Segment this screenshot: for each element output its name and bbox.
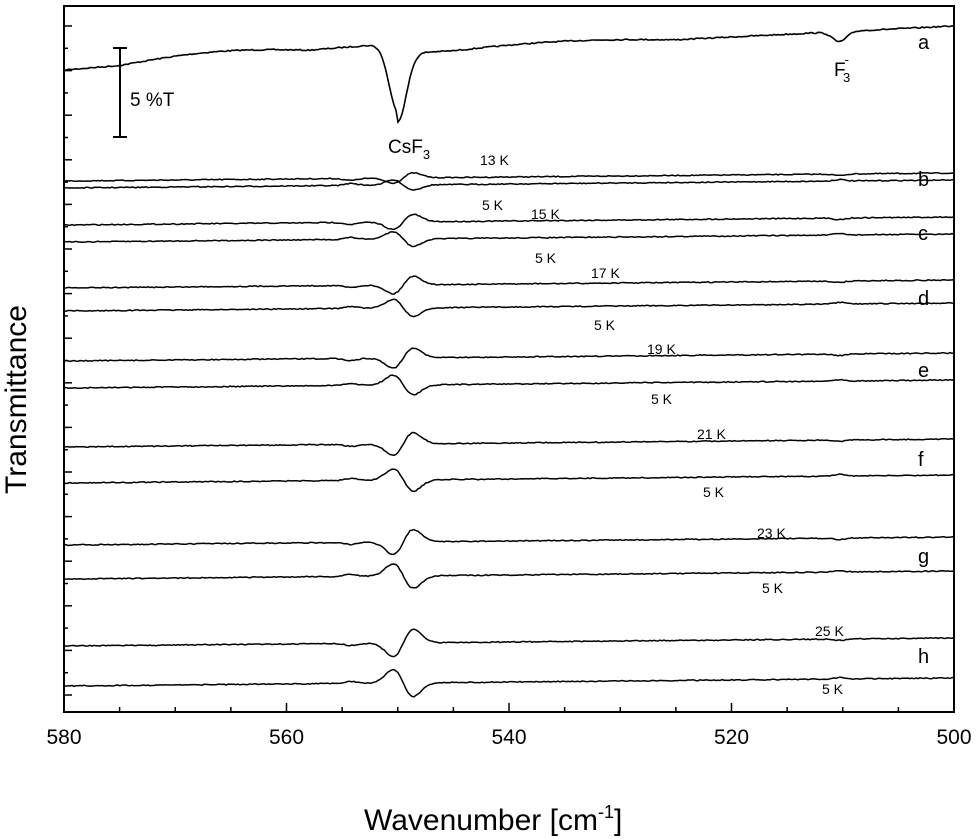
trace-cold: [63, 374, 955, 396]
plot-border: [63, 5, 955, 713]
csf3-annotation: CsF3: [388, 137, 430, 162]
scale-bar: 5 %T: [113, 47, 175, 138]
trace-cold: [63, 178, 955, 191]
trace-label-cold: 5 K: [762, 580, 784, 596]
trace-label-cold: 5 K: [594, 317, 616, 333]
f3-annotation: F-3: [834, 52, 850, 85]
trace-label-cold: 5 K: [482, 197, 504, 213]
trace-cold: [63, 231, 955, 248]
trace-letter: h: [918, 646, 929, 668]
x-tick-label: 540: [491, 726, 526, 749]
trace-label-warm: 25 K: [815, 623, 844, 639]
trace-labels: 13 K 5 K b 15 K 5 K c 17 K 5 K d 19 K 5 K e 21 K 5 K f…: [480, 152, 929, 697]
trace-cold: [63, 563, 954, 589]
y-axis-title: Transmittance: [0, 305, 33, 494]
trace-label-cold: 5 K: [535, 250, 557, 266]
trace-label-warm: 23 K: [757, 525, 786, 541]
plot-frame: [63, 5, 955, 713]
trace-warm: [63, 528, 955, 556]
trace-label-cold: 5 K: [822, 681, 844, 697]
trace-cold: [63, 468, 955, 493]
trace-cold: [63, 668, 954, 698]
trace-a: [63, 24, 955, 125]
trace-label-cold: 5 K: [703, 484, 725, 500]
traces: [63, 24, 955, 698]
trace-label-warm: 19 K: [647, 341, 676, 357]
trace-label-warm: 17 K: [591, 265, 620, 281]
y-axis-ticks: [64, 25, 72, 696]
trace-warm: [63, 347, 955, 369]
trace-label-warm: 15 K: [531, 206, 560, 222]
x-tick-label: 560: [269, 726, 304, 749]
trace-warm: [63, 171, 954, 185]
trace-warm: [63, 275, 955, 295]
trace-warm: [63, 628, 955, 658]
x-axis-title: Wavenumber [cm-1]: [364, 802, 622, 837]
trace-letter: d: [918, 288, 929, 310]
trace-label-cold: 5 K: [651, 391, 673, 407]
trace-letter: c: [918, 223, 928, 245]
trace-warm: [63, 431, 955, 457]
trace-letter: g: [918, 546, 929, 568]
x-tick-label: 520: [714, 726, 749, 749]
x-axis-ticks: 580 560 540 520 500: [46, 703, 972, 749]
trace-letter: b: [918, 169, 929, 191]
x-tick-label: 500: [936, 726, 971, 749]
scale-bar-label: 5 %T: [130, 90, 175, 111]
trace-warm: [63, 213, 955, 231]
trace-letter: e: [918, 360, 929, 382]
trace-label-warm: 21 K: [697, 426, 726, 442]
trace-cold: [63, 298, 955, 318]
trace-letter: f: [918, 449, 924, 471]
trace-label-warm: 13 K: [480, 152, 509, 168]
trace-letter-a: a: [918, 32, 930, 54]
x-tick-label: 580: [46, 726, 81, 749]
